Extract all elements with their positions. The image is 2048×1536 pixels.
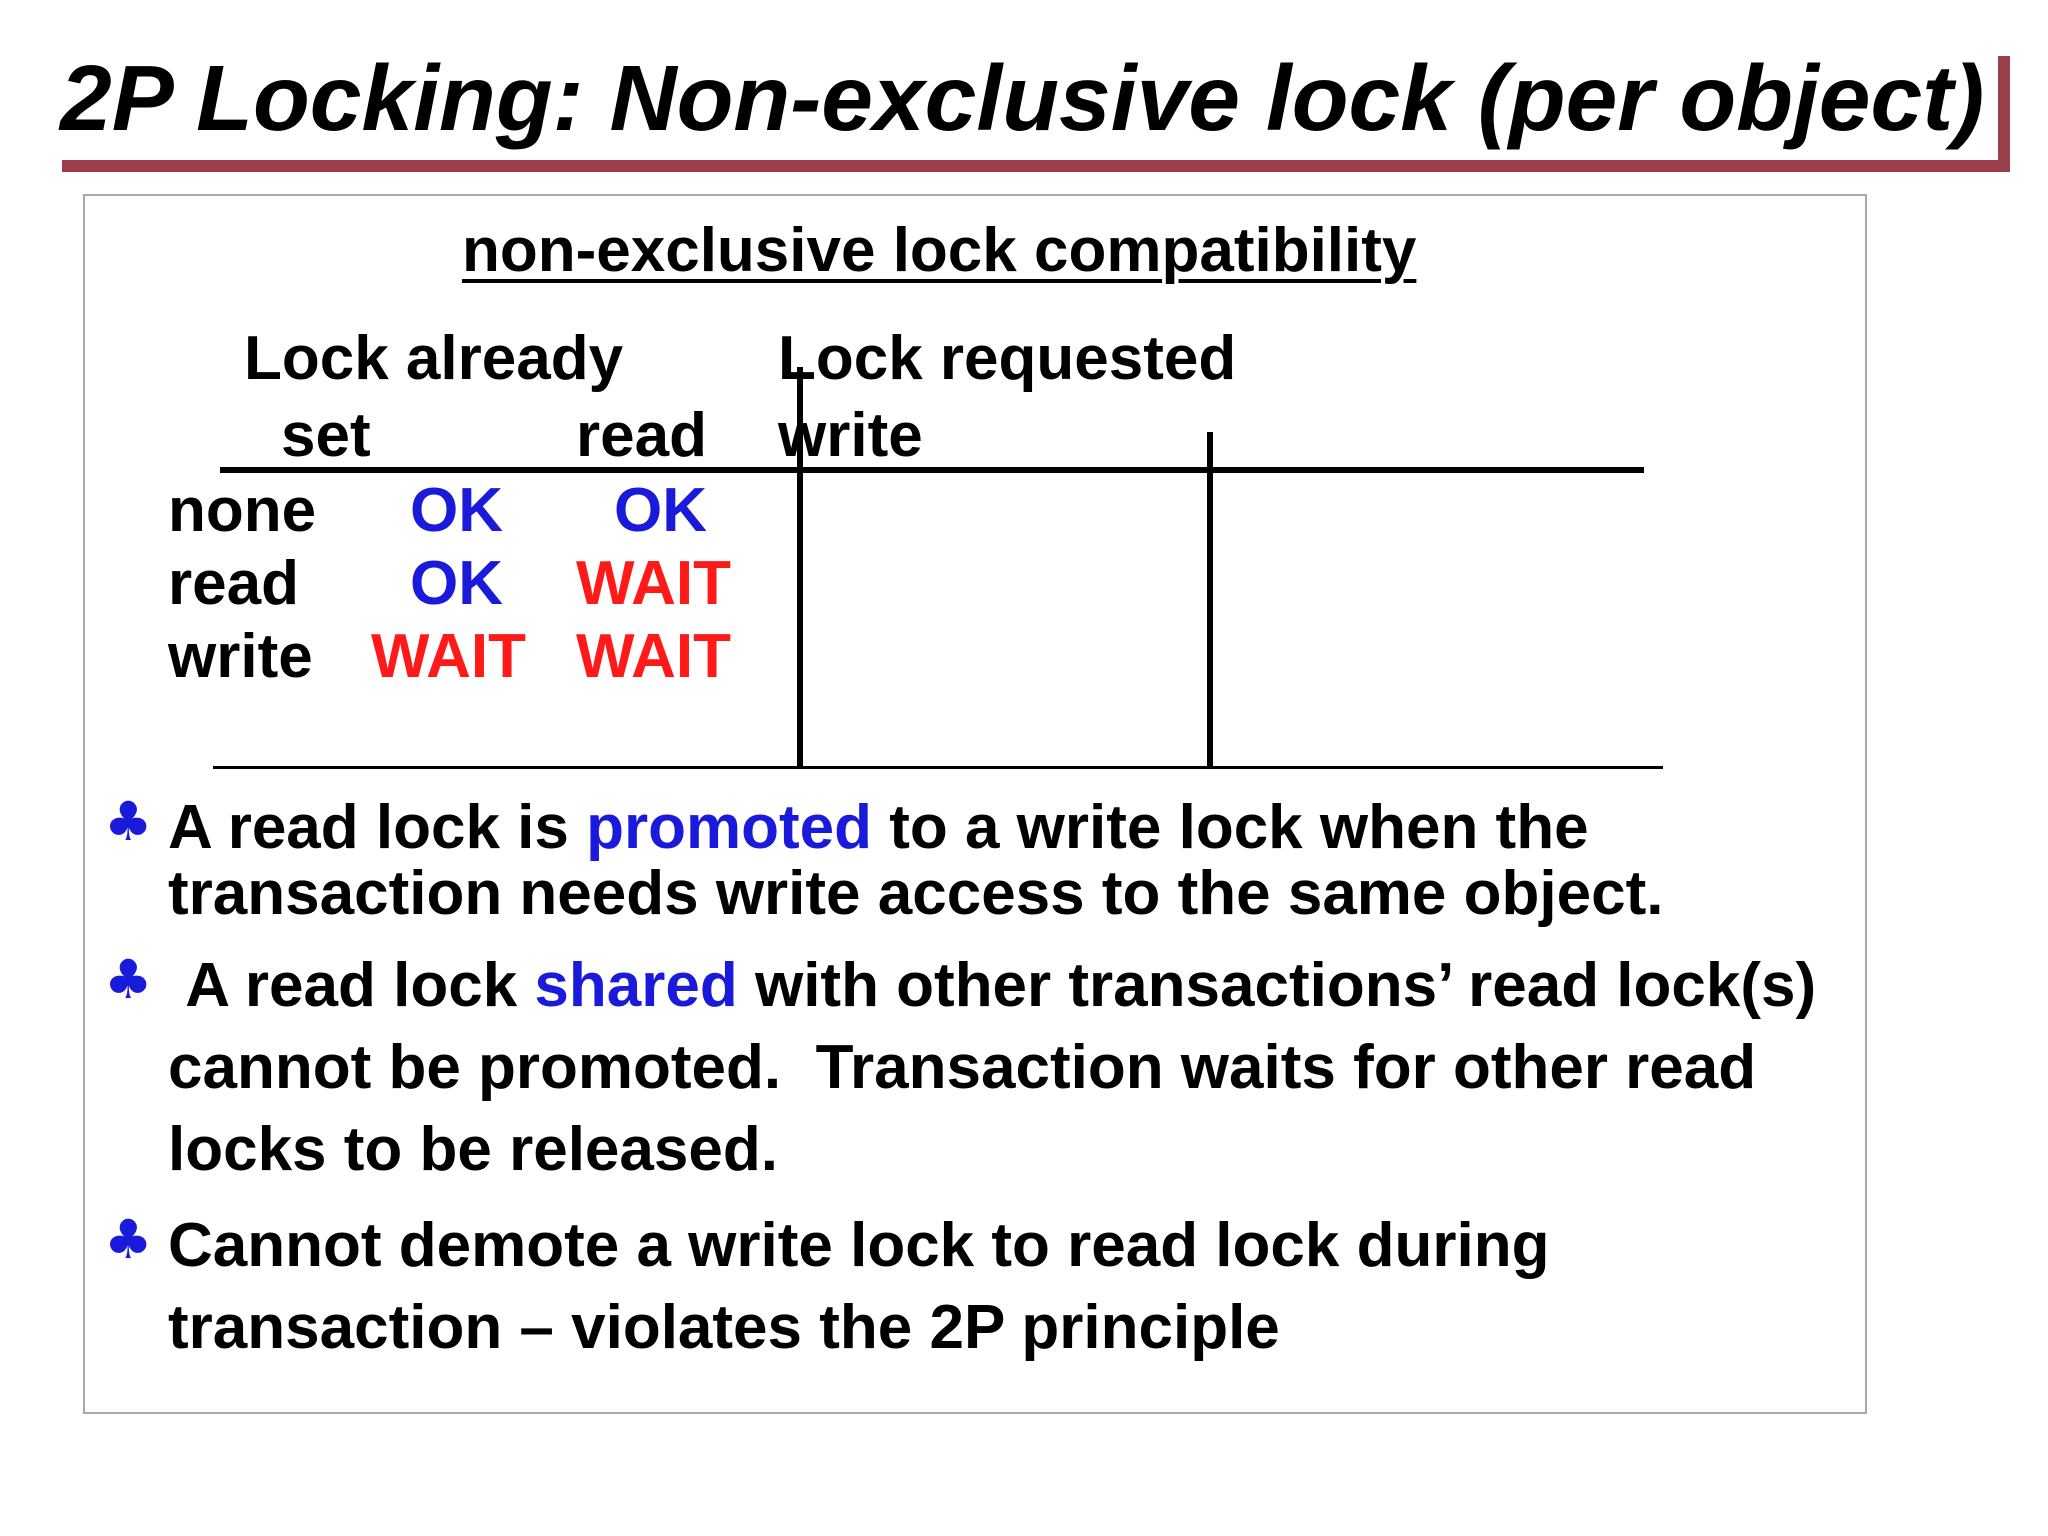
header-lock-already: Lock already [244,324,624,393]
cell-write-write: WAIT [576,622,731,691]
table-header-rule [220,467,1644,473]
bullet-text: A read lock is [168,793,587,862]
title-rule-vertical [1998,56,2010,172]
header-set: set [281,401,371,470]
cell-write-read: WAIT [371,622,526,691]
bullet-highlight: promoted [586,793,872,862]
bullet-text: to a write lock when the transaction nee… [168,793,1664,928]
row-label-read: read [168,549,299,618]
club-icon: ♣ [104,948,153,1011]
bullet-list: ♣ A read lock is promoted to a write loc… [100,790,1850,1369]
bullet-text: with other transactions’ read lock(s) ca… [168,951,1834,1184]
bullet-text: Cannot demote a write lock to read lock … [168,1211,1550,1362]
row-label-none: none [168,476,317,545]
bullet-item: ♣ A read lock is promoted to a write loc… [100,790,1850,928]
content-panel [83,194,1867,1414]
cell-read-read: OK [410,549,503,618]
slide-title: 2P Locking: Non-exclusive lock (per obje… [60,46,1985,150]
cell-none-read: OK [410,476,503,545]
cell-read-write: WAIT [576,549,731,618]
club-icon: ♣ [104,790,153,853]
table-bottom-rule [213,766,1663,769]
table-column-divider-2 [1207,432,1213,769]
row-label-write: write [168,622,313,691]
title-underline [62,160,2010,172]
table-column-divider-1 [797,367,803,769]
table-heading: non-exclusive lock compatibility [462,216,1417,285]
header-lock-requested: Lock requested [778,324,1237,393]
bullet-item: ♣ Cannot demote a write lock to read loc… [100,1205,1850,1369]
header-read: read [576,401,707,470]
bullet-highlight: shared [534,951,738,1020]
bullet-item: ♣ A read lock shared with other transact… [100,945,1850,1191]
bullet-text: A read lock [168,951,535,1020]
cell-none-write: OK [614,476,707,545]
club-icon: ♣ [104,1208,153,1271]
